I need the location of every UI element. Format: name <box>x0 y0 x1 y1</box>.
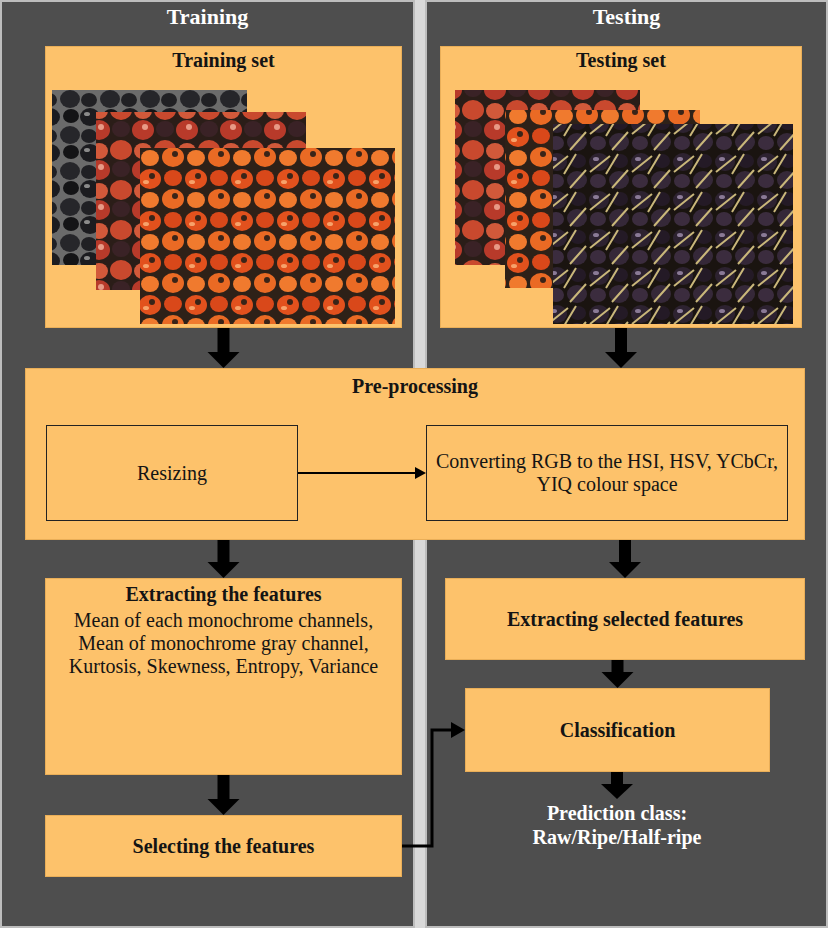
box-title: Selecting the features <box>133 835 315 858</box>
box-title: Extracting the features <box>125 583 321 606</box>
box-title: Training set <box>172 49 274 72</box>
arrow-shaft <box>612 660 624 673</box>
arrow-head <box>601 784 633 799</box>
process-group: Pre-processingResizing Converting RGB to … <box>25 368 805 540</box>
output-arrow <box>601 772 633 799</box>
arrow-shaft <box>218 540 230 563</box>
arrow-head <box>208 799 240 815</box>
process-box: Converting RGB to the HSI, HSV, YCbCr, Y… <box>426 425 788 521</box>
arrow-shaft <box>611 772 623 785</box>
arrow-line <box>402 730 451 846</box>
box-title: Testing set <box>576 49 666 72</box>
box-body: Mean of each monochrome channels, Mean o… <box>54 609 393 678</box>
output-label: Prediction class: Raw/Ripe/Half-ripe <box>517 801 717 849</box>
arrow-shaft <box>218 328 230 353</box>
arrow-head <box>208 562 240 578</box>
process-box: Selecting the features <box>45 815 402 877</box>
arrow-head <box>602 672 634 688</box>
process-box: Extracting selected features <box>445 578 805 660</box>
flow-arrow <box>605 328 637 368</box>
flow-arrow <box>602 660 634 688</box>
arrow-shaft <box>218 775 230 800</box>
panel-ground <box>426 1 827 927</box>
flow-arrow <box>609 540 641 578</box>
box-title: Resizing <box>137 462 207 485</box>
arrow-shaft <box>615 328 627 353</box>
box-title: Extracting selected features <box>507 608 743 631</box>
flow-arrow <box>208 328 240 368</box>
box-title: Classification <box>560 719 676 742</box>
box-title: Testing <box>593 4 661 29</box>
process-box: Extracting the featuresMean of each mono… <box>45 578 402 775</box>
arrow-head <box>208 352 240 368</box>
arrow-head <box>451 722 465 738</box>
box-title: Training <box>167 4 249 29</box>
arrow-head <box>605 352 637 368</box>
arrow-shaft <box>619 540 631 563</box>
arrow-head <box>609 562 641 578</box>
box-title: Converting RGB to the HSI, HSV, YCbCr, Y… <box>435 450 779 496</box>
dataset-box: Training set <box>45 46 402 328</box>
flow-arrow <box>208 540 240 578</box>
dataset-box: Testing set <box>440 46 802 328</box>
flow-arrow <box>402 722 465 846</box>
process-box: Resizing <box>46 425 298 521</box>
box-title: Pre-processing <box>352 375 478 398</box>
process-box: Classification <box>465 688 770 772</box>
flow-arrow <box>208 775 240 815</box>
